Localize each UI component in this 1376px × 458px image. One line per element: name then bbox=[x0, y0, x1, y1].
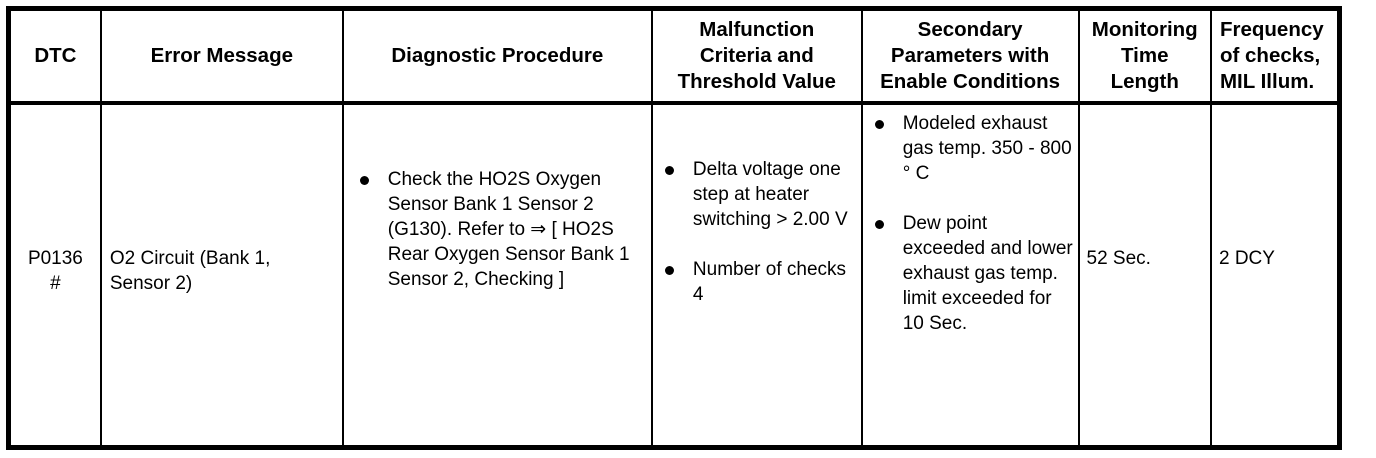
list-item-text: Check the HO2S Oxygen Sensor Bank 1 Sens… bbox=[387, 169, 630, 290]
cell-monitoring-time: 52 Sec. bbox=[1078, 103, 1212, 448]
cell-diagnostic-procedure: Check the HO2S Oxygen Sensor Bank 1 Sens… bbox=[342, 103, 653, 448]
bullet-icon bbox=[874, 120, 884, 129]
bullet-icon bbox=[874, 220, 884, 229]
secondary-parameters-list: Modeled exhaust gas temp. 350 - 800 ° C … bbox=[873, 111, 1074, 336]
malfunction-criteria-list: Delta voltage one step at heater switchi… bbox=[663, 157, 857, 307]
diagnostic-procedure-list: Check the HO2S Oxygen Sensor Bank 1 Sens… bbox=[358, 167, 645, 292]
list-item: Check the HO2S Oxygen Sensor Bank 1 Sens… bbox=[358, 167, 645, 292]
bullet-icon bbox=[664, 166, 674, 175]
list-item: Modeled exhaust gas temp. 350 - 800 ° C bbox=[873, 111, 1074, 186]
monitoring-time-cell-body: 52 Sec. bbox=[1080, 105, 1210, 445]
column-header-monitoring-time: Monitoring Time Length bbox=[1091, 18, 1198, 93]
dtc-code: P0136 # bbox=[27, 248, 83, 294]
header-cell-frequency-of-checks: Frequency of checks, MIL Illum. bbox=[1210, 8, 1340, 105]
frequency-of-checks-cell-body: 2 DCY bbox=[1212, 105, 1337, 445]
cell-error-message: O2 Circuit (Bank 1, Sensor 2) bbox=[100, 103, 344, 448]
column-header-frequency-of-checks: Frequency of checks, MIL Illum. bbox=[1219, 18, 1324, 93]
column-header-error-message: Error Message bbox=[150, 44, 294, 67]
column-header-dtc: DTC bbox=[34, 44, 77, 67]
cell-frequency-of-checks: 2 DCY bbox=[1210, 103, 1340, 448]
table-row: P0136 # O2 Circuit (Bank 1, Sensor 2) Ch… bbox=[8, 103, 1340, 448]
list-item: Delta voltage one step at heater switchi… bbox=[663, 157, 857, 232]
diagnostic-procedure-cell-body: Check the HO2S Oxygen Sensor Bank 1 Sens… bbox=[344, 105, 651, 445]
column-header-malfunction-criteria: Malfunction Criteria and Threshold Value bbox=[677, 18, 836, 93]
dtc-cell-body: P0136 # bbox=[11, 105, 100, 445]
list-item-text: Number of checks 4 bbox=[692, 259, 847, 305]
list-item-text: Delta voltage one step at heater switchi… bbox=[692, 159, 848, 230]
header-cell-secondary-parameters: Secondary Parameters with Enable Conditi… bbox=[861, 8, 1080, 105]
column-header-secondary-parameters: Secondary Parameters with Enable Conditi… bbox=[880, 18, 1061, 93]
header-cell-dtc: DTC bbox=[8, 8, 102, 105]
header-cell-diagnostic-procedure: Diagnostic Procedure bbox=[342, 8, 653, 105]
list-item-text: Modeled exhaust gas temp. 350 - 800 ° C bbox=[902, 113, 1072, 184]
monitoring-time-value: 52 Sec. bbox=[1086, 248, 1151, 269]
cell-secondary-parameters: Modeled exhaust gas temp. 350 - 800 ° C … bbox=[861, 103, 1080, 448]
malfunction-criteria-cell-body: Delta voltage one step at heater switchi… bbox=[653, 105, 861, 445]
header-cell-error-message: Error Message bbox=[100, 8, 344, 105]
table-header-row: DTC Error Message Diagnostic Procedure M… bbox=[8, 8, 1340, 105]
list-item-text: Dew point exceeded and lower exhaust gas… bbox=[902, 213, 1073, 334]
error-message-text: O2 Circuit (Bank 1, Sensor 2) bbox=[109, 248, 271, 294]
secondary-parameters-cell-body: Modeled exhaust gas temp. 350 - 800 ° C … bbox=[863, 105, 1078, 445]
frequency-of-checks-value: 2 DCY bbox=[1218, 248, 1275, 269]
bullet-icon bbox=[664, 266, 674, 275]
cell-malfunction-criteria: Delta voltage one step at heater switchi… bbox=[651, 103, 863, 448]
list-item: Number of checks 4 bbox=[663, 257, 857, 307]
bullet-icon bbox=[359, 176, 369, 185]
header-cell-monitoring-time: Monitoring Time Length bbox=[1078, 8, 1212, 105]
list-item: Dew point exceeded and lower exhaust gas… bbox=[873, 211, 1074, 336]
header-cell-malfunction-criteria: Malfunction Criteria and Threshold Value bbox=[651, 8, 863, 105]
error-message-cell-body: O2 Circuit (Bank 1, Sensor 2) bbox=[102, 105, 342, 445]
cell-dtc: P0136 # bbox=[8, 103, 102, 448]
dtc-diagnostic-table: DTC Error Message Diagnostic Procedure M… bbox=[6, 6, 1342, 450]
column-header-diagnostic-procedure: Diagnostic Procedure bbox=[391, 44, 604, 67]
